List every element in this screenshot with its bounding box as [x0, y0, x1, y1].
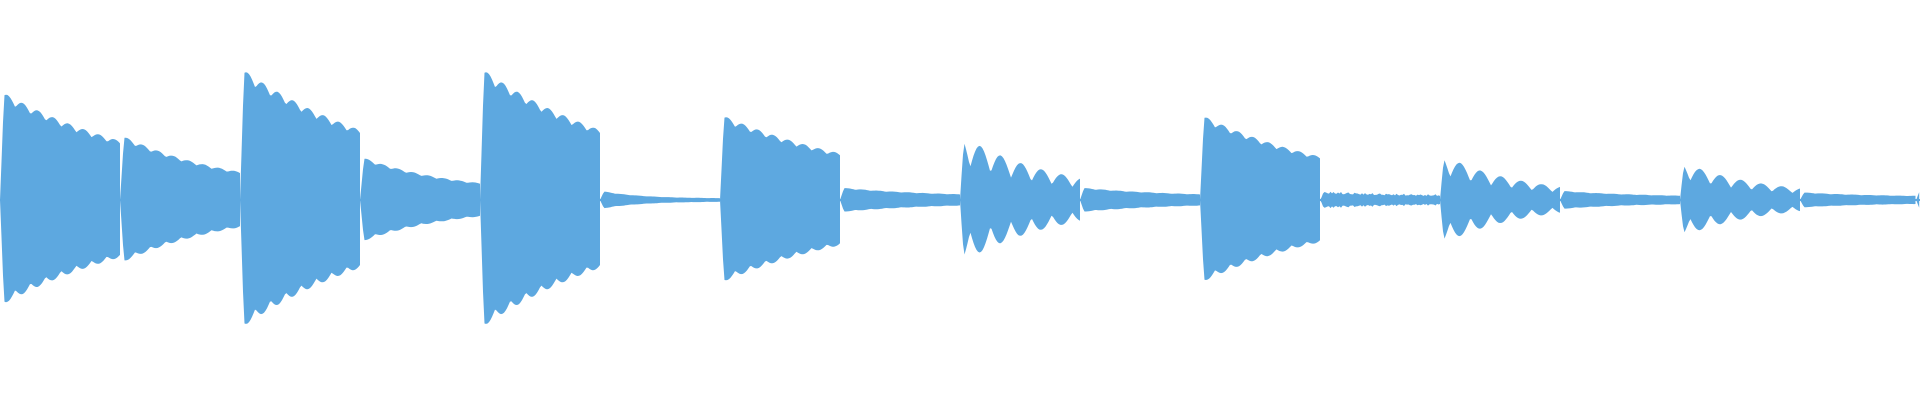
- waveform-segments: [0, 72, 1920, 324]
- waveform-hit-3: [240, 72, 360, 324]
- waveform-hit-11: [1200, 117, 1320, 280]
- waveform-baseline: [0, 199, 1920, 201]
- waveform-hit-1: [0, 94, 120, 303]
- waveform-hit-5: [480, 72, 600, 324]
- waveform-hit-7: [720, 117, 840, 281]
